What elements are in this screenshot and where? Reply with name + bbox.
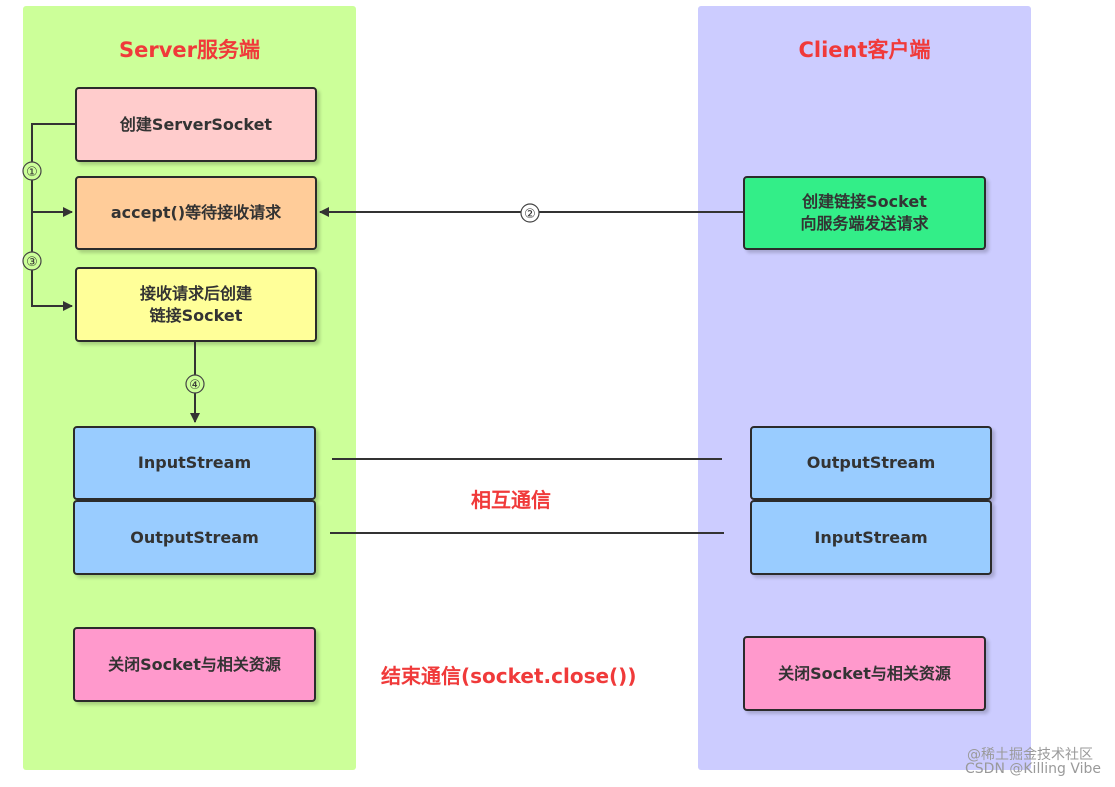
client-input-stream-label: InputStream <box>814 527 928 547</box>
step4-marker: ④ <box>185 374 205 394</box>
client-input-stream-box: InputStream <box>750 500 992 575</box>
client-create-socket-line1: 创建链接Socket <box>802 192 927 211</box>
client-create-socket-box: 创建链接Socket 向服务端发送请求 <box>743 176 986 250</box>
step2-marker: ② <box>520 203 540 223</box>
create-link-socket-line1: 接收请求后创建 <box>139 283 252 303</box>
server-output-stream-box: OutputStream <box>73 500 316 575</box>
watermark-line2: CSDN @Killing Vibe <box>965 761 1101 777</box>
client-close-box: 关闭Socket与相关资源 <box>743 636 986 711</box>
client-close-label: 关闭Socket与相关资源 <box>778 663 951 683</box>
client-create-socket-line2: 向服务端发送请求 <box>800 214 929 233</box>
step3-text: ③ <box>26 255 38 270</box>
step3-marker: ③ <box>22 251 42 271</box>
step1-marker: ① <box>22 161 42 181</box>
step1-text: ① <box>26 165 38 180</box>
server-close-box: 关闭Socket与相关资源 <box>73 627 316 702</box>
server-title: Server服务端 <box>118 38 260 62</box>
client-output-stream-label: OutputStream <box>806 453 936 472</box>
create-server-socket-label: 创建ServerSocket <box>119 114 273 134</box>
step2-text: ② <box>524 207 536 222</box>
client-title: Client客户端 <box>798 38 931 62</box>
accept-box: accept()等待接收请求 <box>75 176 317 250</box>
accept-label: accept()等待接收请求 <box>110 203 282 222</box>
mutual-communication-label: 相互通信 <box>471 488 551 512</box>
create-server-socket-box: 创建ServerSocket <box>75 87 317 162</box>
create-link-socket-box: 接收请求后创建 链接Socket <box>75 267 317 342</box>
step3-connector <box>31 212 73 311</box>
create-link-socket-line2: 链接Socket <box>149 305 243 325</box>
server-output-stream-label: OutputStream <box>130 527 259 547</box>
server-close-label: 关闭Socket与相关资源 <box>108 654 281 674</box>
client-output-stream-box: OutputStream <box>750 426 992 500</box>
step4-text: ④ <box>189 378 201 393</box>
server-input-stream-label: InputStream <box>137 453 252 472</box>
watermark-line1: @稀土掘金技术社区 <box>967 747 1093 763</box>
end-communication-label: 结束通信(socket.close()) <box>381 664 637 688</box>
server-input-stream-box: InputStream <box>73 426 316 500</box>
